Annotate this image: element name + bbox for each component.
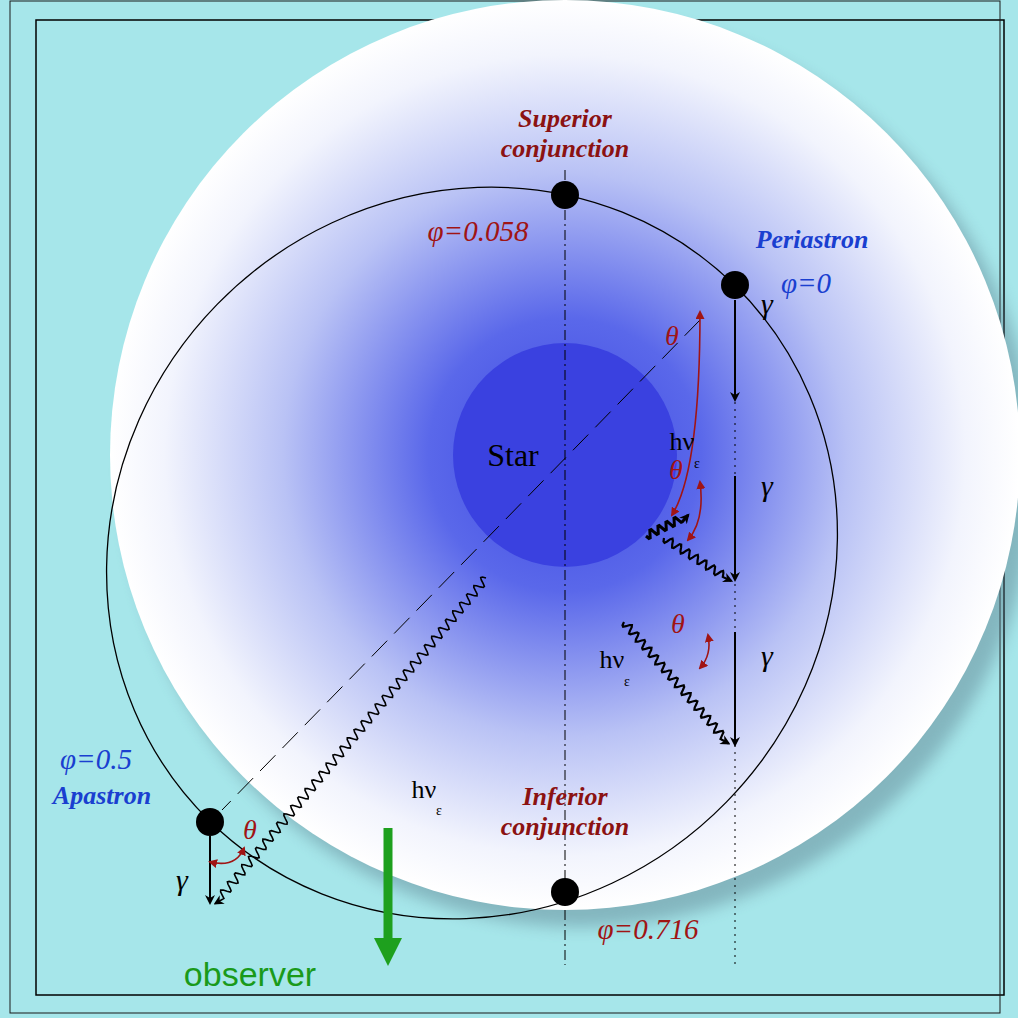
angle-label: θ [243, 814, 257, 846]
photon-label: hν [670, 427, 695, 457]
orbit-point-label: Periastron [756, 225, 869, 255]
gamma-label: γ [761, 287, 773, 322]
angle-label: θ [665, 320, 679, 352]
phase-label: φ=0.5 [60, 743, 132, 776]
angle-label: θ [671, 608, 685, 640]
orbit-point-label: Apastron [53, 781, 151, 811]
phase-label: φ=0.058 [428, 215, 529, 248]
photon-subscript: ε [436, 803, 442, 819]
gamma-label: γ [176, 863, 188, 898]
photon-label: hν [600, 645, 625, 675]
photon-subscript: ε [624, 674, 630, 690]
angle-label: θ [669, 454, 683, 486]
gamma-label: γ [761, 469, 773, 504]
photon-label: hν [412, 775, 437, 805]
photon-wave [664, 538, 732, 581]
event-label: Inferior conjunction [480, 782, 650, 842]
photon-wave [215, 577, 486, 904]
photon-wave [646, 515, 688, 539]
star-label: Star [487, 437, 539, 474]
event-label: Superior conjunction [480, 104, 650, 164]
photon-wave [623, 622, 729, 744]
gamma-label: γ [761, 639, 773, 674]
phase-label: φ=0 [781, 267, 831, 300]
phase-label: φ=0.716 [598, 913, 699, 946]
photon-subscript: ε [694, 456, 700, 472]
star-circle: Star [453, 343, 677, 567]
observer-label: observer [184, 955, 316, 994]
